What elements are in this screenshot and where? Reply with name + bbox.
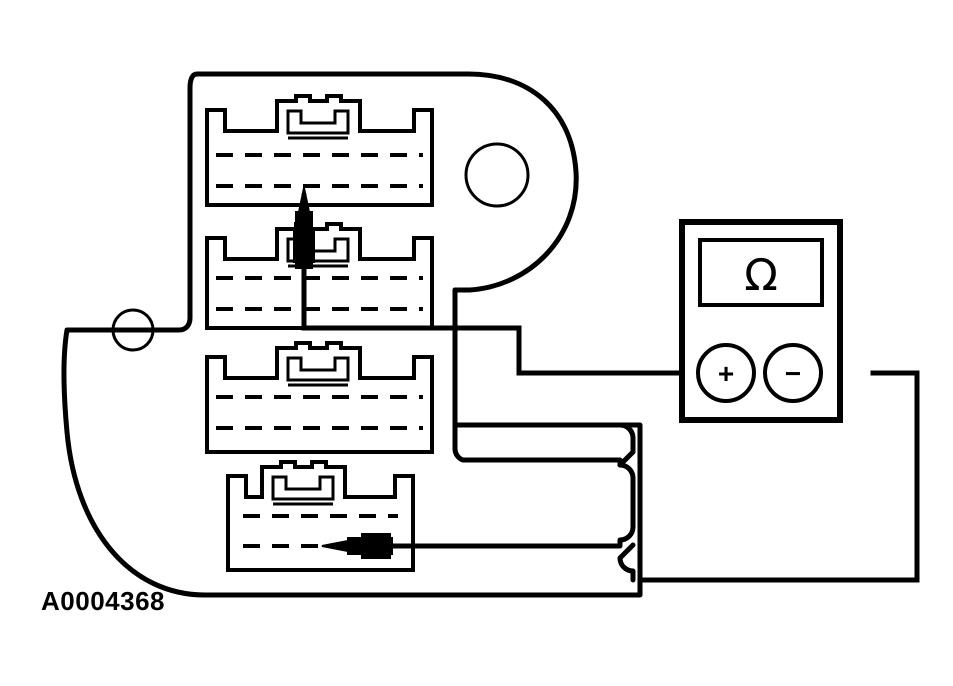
connector-bracket-outline (61, 71, 643, 598)
figure-label: A0004368 (41, 586, 165, 616)
probe-negative (321, 533, 393, 559)
connector-2 (205, 222, 434, 330)
ohm-symbol: Ω (744, 250, 778, 301)
wire-positive (301, 193, 705, 376)
mounting-hole-left (111, 308, 155, 352)
meter-display (698, 238, 824, 307)
wire-hop-lower (617, 542, 636, 583)
mounting-hole-right (464, 142, 530, 208)
probe-positive (293, 187, 315, 269)
wire-negative (387, 287, 920, 583)
meter-positive-terminal[interactable] (696, 343, 756, 403)
meter-negative-terminal[interactable] (763, 343, 823, 403)
wire-hop-upper (453, 422, 636, 468)
ohmmeter: Ω + − (679, 219, 843, 423)
minus-symbol: − (785, 358, 801, 389)
connector-3 (205, 341, 434, 454)
connector-1 (205, 94, 434, 207)
plus-symbol: + (718, 358, 734, 389)
